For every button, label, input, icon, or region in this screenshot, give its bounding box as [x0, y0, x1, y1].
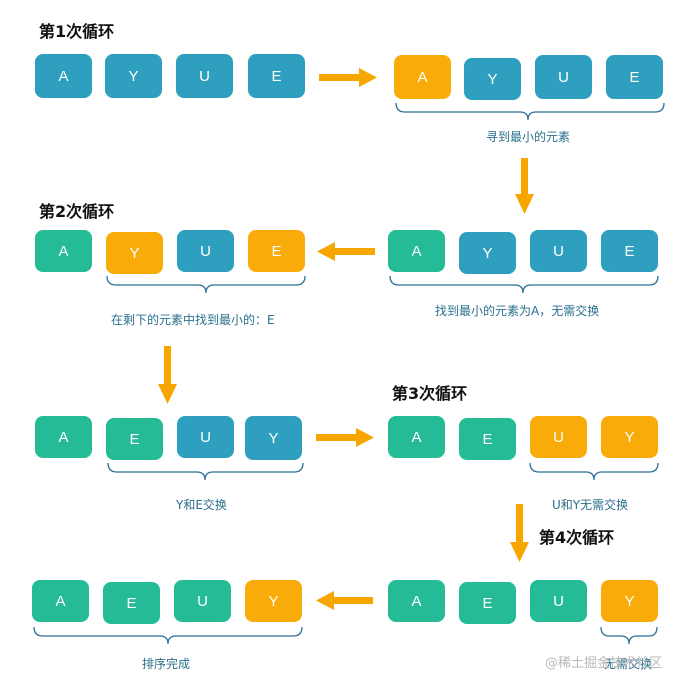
round-2-title: 第2次循环: [39, 202, 115, 221]
r4-right-box-3: U: [530, 580, 587, 622]
r4-right-box-4: Y: [601, 580, 658, 622]
arrow-down-1: [515, 158, 534, 214]
round-4-title: 第4次循环: [539, 528, 615, 547]
r4-left-box-2: E: [103, 582, 160, 624]
arrow-right-3: [316, 428, 374, 447]
caption-swap-y-e: Y和E交换: [176, 498, 227, 512]
r1-right-box-3: U: [535, 55, 592, 99]
arrow-right-1: [319, 68, 377, 87]
arrow-left-4: [316, 591, 373, 610]
caption-find-min: 寻到最小的元素: [486, 130, 571, 144]
caption-min-is-a: 找到最小的元素为A，无需交换: [435, 304, 600, 318]
r3-right-box-2: E: [459, 418, 516, 460]
r3-left-box-3: U: [177, 416, 234, 458]
r2-right-box-2: Y: [459, 232, 516, 274]
brace-r4-right: [600, 626, 658, 645]
r4-right-box-1: A: [388, 580, 445, 622]
r2-left-box-2: Y: [106, 232, 163, 274]
brace-r3-right: [529, 462, 659, 481]
arrow-down-3: [510, 504, 529, 562]
r2-right-box-4: E: [601, 230, 658, 272]
r1-right-box-4: E: [606, 55, 663, 99]
round-3-title: 第3次循环: [392, 384, 468, 403]
r2-left-box-1: A: [35, 230, 92, 272]
r3-left-box-2: E: [106, 418, 163, 460]
brace-r4-left: [33, 626, 303, 645]
r1-right-box-2: Y: [464, 58, 521, 100]
watermark: @稀土掘金技术社区: [545, 656, 663, 671]
caption-no-swap-u-y: U和Y无需交换: [552, 498, 629, 512]
brace-r2-right: [389, 275, 659, 294]
arrow-left-2: [317, 242, 375, 261]
r4-right-box-2: E: [459, 582, 516, 624]
caption-remaining-min: 在剩下的元素中找到最小的：E: [111, 313, 275, 327]
r3-left-box-4: Y: [245, 416, 302, 460]
r1-right-box-1: A: [394, 55, 451, 99]
r2-left-box-4: E: [248, 230, 305, 272]
caption-no-swap: 无需交换: [604, 657, 653, 671]
r1-left-box-3: U: [176, 54, 233, 98]
r4-left-box-4: Y: [245, 580, 302, 622]
round-1-title: 第1次循环: [39, 22, 115, 41]
r1-left-box-4: E: [248, 54, 305, 98]
arrow-down-2: [158, 346, 177, 404]
brace-r3-left: [107, 462, 304, 481]
r3-right-box-3: U: [530, 416, 587, 458]
brace-r2-left: [106, 275, 306, 294]
r2-right-box-1: A: [388, 230, 445, 272]
r3-left-box-1: A: [35, 416, 92, 458]
r3-right-box-4: Y: [601, 416, 658, 458]
r1-left-box-1: A: [35, 54, 92, 98]
r4-left-box-1: A: [32, 580, 89, 622]
r3-right-box-1: A: [388, 416, 445, 458]
r2-right-box-3: U: [530, 230, 587, 272]
r1-left-box-2: Y: [105, 54, 162, 98]
r4-left-box-3: U: [174, 580, 231, 622]
caption-sort-complete: 排序完成: [142, 657, 191, 671]
r2-left-box-3: U: [177, 230, 234, 272]
brace-r1: [395, 102, 665, 121]
